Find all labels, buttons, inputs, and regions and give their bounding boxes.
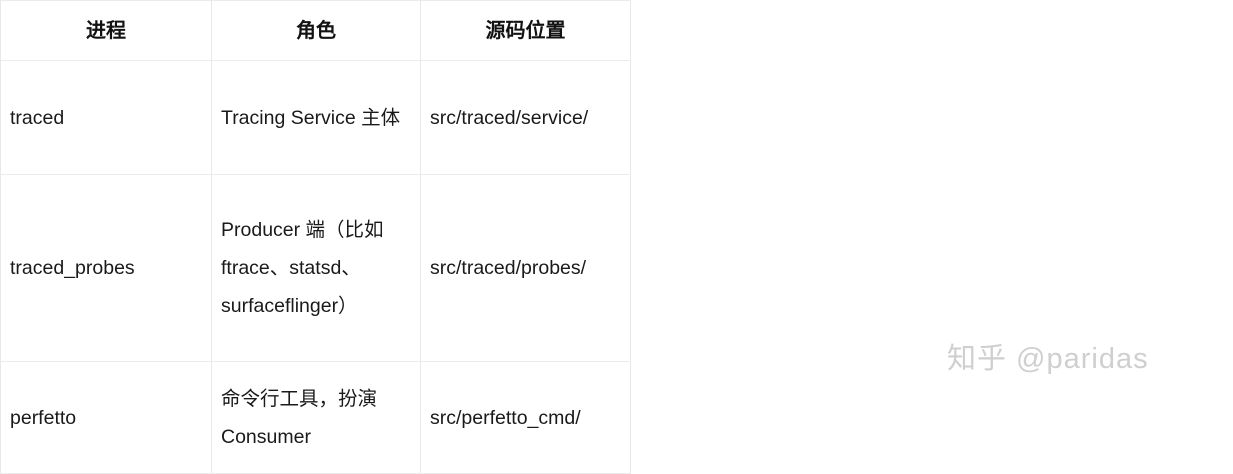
cell-role: Producer 端（比如 ftrace、statsd、surfacefling… [211,174,421,362]
cell-process: traced_probes [0,174,212,362]
table-row: perfetto 命令行工具，扮演 Consumer src/perfetto_… [0,361,631,474]
source-path: src/perfetto_cmd/ [430,406,581,429]
cell-role: Tracing Service 主体 [211,60,421,175]
process-name: perfetto [10,406,77,429]
role-description: Tracing Service 主体 [221,106,401,129]
role-description: Producer 端（比如 ftrace、statsd、surfacefling… [221,219,389,317]
role-description: 命令行工具，扮演 Consumer [221,387,383,448]
cell-role: 命令行工具，扮演 Consumer [211,361,421,474]
column-header-role: 角色 [211,0,421,61]
table-row: traced_probes Producer 端（比如 ftrace、stats… [0,174,631,362]
table-header-row: 进程 角色 源码位置 [0,0,631,61]
table-header: 进程 角色 源码位置 [0,0,631,61]
cell-process: traced [0,60,212,175]
cell-process: perfetto [0,361,212,474]
source-path: src/traced/service/ [430,106,589,129]
table-row: traced Tracing Service 主体 src/traced/ser… [0,60,631,175]
process-name: traced_probes [10,257,135,279]
process-role-source-table: 进程 角色 源码位置 traced Tracing Service 主体 src… [0,0,631,474]
cell-source-location: src/traced/service/ [420,60,631,175]
process-table-container: 进程 角色 源码位置 traced Tracing Service 主体 src… [0,0,631,474]
column-header-process: 进程 [0,0,212,61]
table-body: traced Tracing Service 主体 src/traced/ser… [0,60,631,474]
source-path: src/traced/probes/ [430,257,587,279]
column-header-source-location: 源码位置 [420,0,631,61]
cell-source-location: src/perfetto_cmd/ [420,361,631,474]
watermark: 知乎 @paridas [947,343,1149,375]
cell-source-location: src/traced/probes/ [420,174,631,362]
process-name: traced [10,106,65,129]
